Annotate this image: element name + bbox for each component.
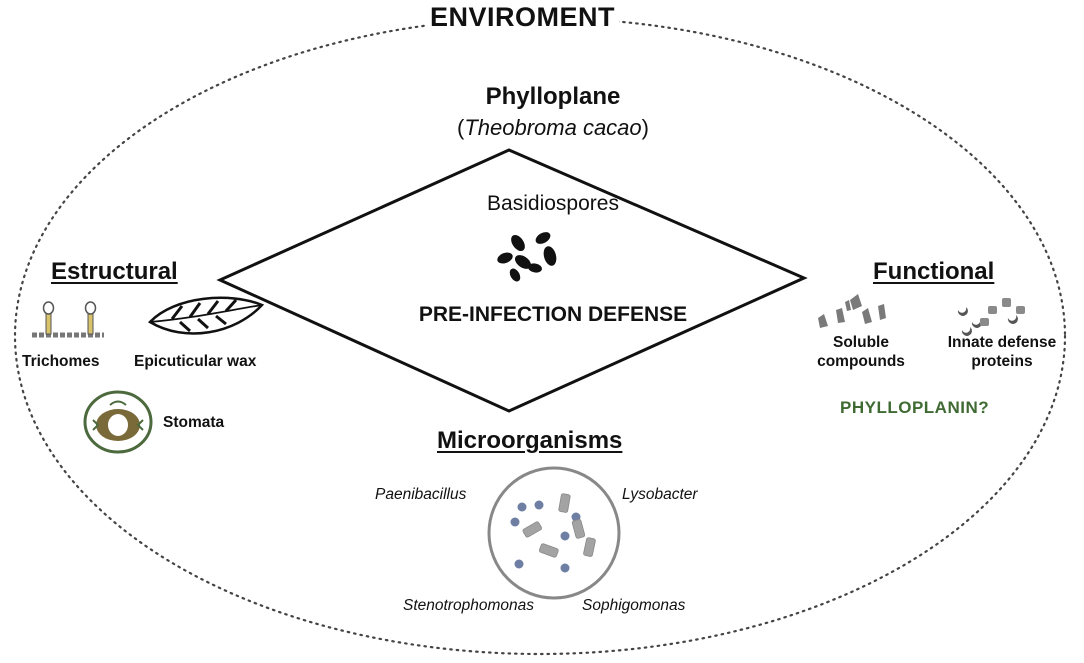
basidiospores-label: Basidiospores	[487, 192, 619, 215]
soluble-line-1: Soluble	[833, 334, 889, 351]
structural-heading: Estructural	[51, 258, 178, 285]
microorganisms-icon	[487, 466, 621, 600]
functional-heading: Functional	[873, 258, 995, 285]
soluble-line-2: compounds	[817, 353, 905, 370]
stomata-icon	[83, 390, 153, 454]
phylloplane-diamond	[216, 148, 808, 413]
paenibacillus-label: Paenibacillus	[375, 486, 467, 503]
environment-title: ENVIROMENT	[426, 2, 620, 33]
stomata-label: Stomata	[163, 414, 225, 431]
soluble-compounds-label: Soluble compounds	[806, 333, 916, 371]
species-name: Theobroma cacao	[464, 115, 642, 140]
proteins-line-1: Innate defense	[947, 334, 1057, 351]
sophigomonas-label: Sophigomonas	[582, 597, 686, 614]
leaf-icon	[148, 296, 265, 335]
defense-proteins-icon	[957, 298, 1025, 336]
defense-label: PRE-INFECTION DEFENSE	[418, 303, 688, 326]
species-label: (Theobroma cacao)	[457, 115, 649, 140]
lysobacter-label: Lysobacter	[622, 486, 698, 503]
trichomes-icon	[32, 301, 104, 338]
epicuticular-wax-label: Epicuticular wax	[134, 353, 257, 370]
trichomes-label: Trichomes	[22, 353, 100, 370]
soluble-compounds-icon	[818, 294, 886, 328]
defense-proteins-label: Innate defense proteins	[937, 333, 1067, 371]
phylloplane-heading: Phylloplane	[485, 83, 621, 110]
basidiospores-icon	[497, 232, 557, 282]
phylloplanin-question: PHYLLOPLANIN?	[840, 398, 990, 417]
stenotrophomonas-label: Stenotrophomonas	[403, 597, 534, 614]
microorganisms-heading: Microorganisms	[437, 427, 623, 454]
proteins-line-2: proteins	[971, 353, 1033, 370]
